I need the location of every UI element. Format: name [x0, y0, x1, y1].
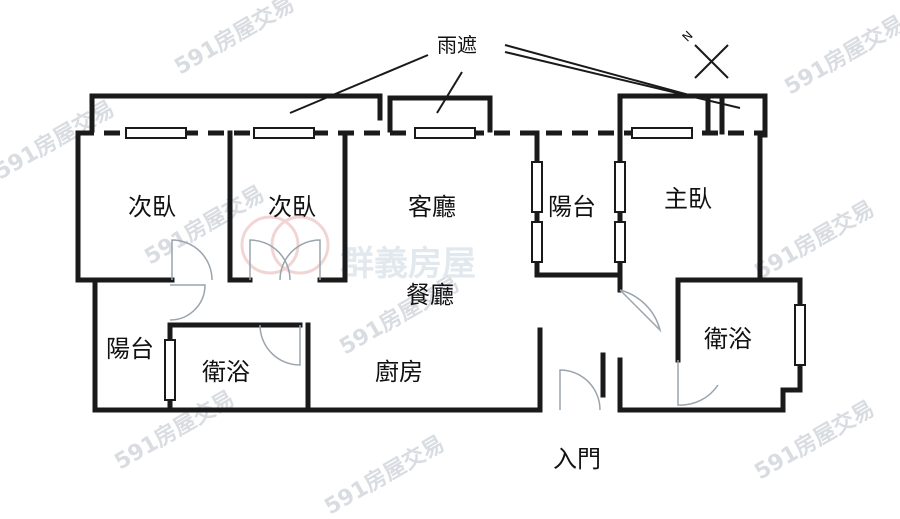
watermark-site-5: 591房屋交易: [750, 196, 879, 285]
awning-pointers: [289, 44, 741, 114]
entrance-label: 入門: [553, 445, 601, 473]
room-label-living: 客廳: [408, 193, 456, 221]
watermark-site-1: 591房屋交易: [170, 0, 299, 80]
room-label-bedroom-a: 次臥: [128, 193, 176, 221]
window-bedroom-a: [125, 127, 187, 139]
compass-icon: N: [680, 28, 729, 79]
room-label-kitchen: 廚房: [375, 358, 423, 386]
compass-north-label: N: [680, 28, 696, 44]
awning-outline: [89, 93, 768, 138]
room-label-bedroom-b: 次臥: [268, 193, 316, 221]
window-balcony-left-2: [531, 221, 543, 263]
brand-logo: [240, 215, 330, 275]
room-label-master: 主臥: [664, 185, 712, 213]
room-label-bath-master: 衛浴: [704, 325, 752, 353]
room-labels: 次臥 次臥 客廳 陽台 主臥 餐廳 陽台 衛浴 廚房 衛浴 入門: [106, 185, 752, 473]
doors: [169, 239, 719, 411]
room-label-bath-left: 衛浴: [202, 358, 250, 386]
watermark-site-3: 591房屋交易: [0, 96, 119, 185]
watermark-site-2: 591房屋交易: [780, 11, 900, 100]
window-balcony-right-2: [614, 221, 626, 263]
room-label-dining: 餐廳: [406, 281, 454, 309]
watermark-site-9: 591房屋交易: [320, 431, 449, 519]
window-living: [414, 127, 476, 139]
window-side-balcony: [164, 339, 176, 401]
window-master: [631, 127, 693, 139]
windows: [125, 127, 806, 401]
window-master-bath: [794, 304, 806, 366]
room-label-balcony-side: 陽台: [106, 335, 154, 363]
window-balcony-left: [531, 161, 543, 213]
awning-label: 雨遮: [437, 33, 477, 57]
window-balcony-right: [614, 161, 626, 213]
room-label-balcony-front: 陽台: [548, 193, 596, 221]
watermark-brand: 群義房屋: [340, 244, 476, 284]
window-bedroom-b: [253, 127, 315, 139]
